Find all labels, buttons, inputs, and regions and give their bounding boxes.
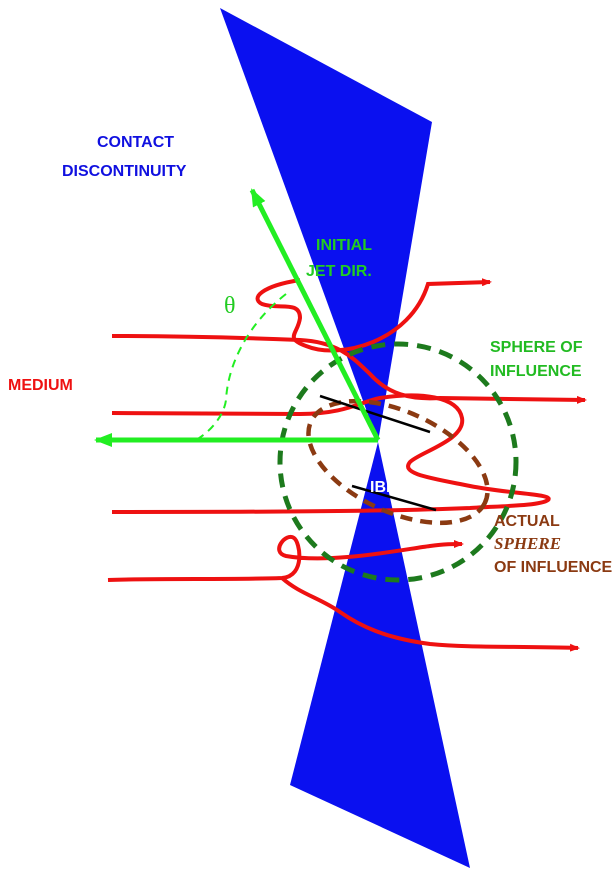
- actual-sphere-label-line2: SPHERE: [494, 534, 561, 553]
- initial-jet-dir-label-line2: JET DIR.: [306, 263, 372, 280]
- lower-boundary-line: [351, 484, 437, 512]
- theta-label: θ: [224, 293, 236, 319]
- jet-cone-lower: [290, 442, 470, 868]
- upper-boundary-line: [319, 394, 431, 434]
- jet-cone-upper: [220, 8, 432, 442]
- medium-streamline-5: [280, 576, 580, 652]
- ibh-label: IBH: [370, 479, 398, 496]
- medium-label: MEDIUM: [8, 377, 73, 394]
- sphere-of-influence-label-line1: SPHERE OF: [490, 339, 583, 356]
- theta-arc: [195, 293, 287, 441]
- sphere-of-influence: [277, 341, 519, 583]
- actual-sphere-label-line3: OF INFLUENCE: [494, 559, 613, 576]
- medium-streamline-1: [255, 278, 492, 353]
- sphere-of-influence-label-line2: INFLUENCE: [490, 363, 582, 380]
- medium-streamline-4: [107, 534, 464, 582]
- ibh-point: [384, 453, 404, 473]
- contact-discontinuity-label-line1: CONTACT: [97, 134, 174, 151]
- initial-jet-direction-arrow: [249, 188, 381, 442]
- actual-sphere-of-influence: [306, 398, 490, 526]
- contact-discontinuity-label-line2: DISCONTINUITY: [62, 163, 187, 180]
- actual-sphere-label-line1: ACTUAL: [494, 513, 560, 530]
- medium-streamline-3: [111, 393, 551, 514]
- initial-jet-dir-label-line1: INITIAL: [316, 237, 372, 254]
